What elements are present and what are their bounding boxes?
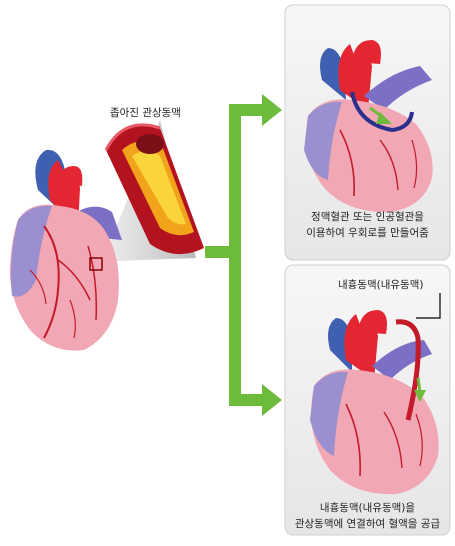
top-caption-line2: 이용하여 우회로를 만들어줌 <box>285 226 450 241</box>
mammary-artery-label: 내흉동맥(내유동맥) <box>338 278 423 293</box>
branch-arrows <box>205 94 282 416</box>
narrowed-artery-label: 좁아진 관상동맥 <box>110 106 181 121</box>
heart-illustration-left <box>10 150 122 351</box>
top-caption-line1: 정맥혈관 또는 인공혈관을 <box>285 210 450 225</box>
heart-illustration-bottom <box>310 310 439 494</box>
bottom-caption-line1: 내흉동맥(내유동맥)을 <box>285 501 450 516</box>
bottom-caption-line2: 관상동맥에 연결하여 혈액을 공급 <box>285 517 450 532</box>
